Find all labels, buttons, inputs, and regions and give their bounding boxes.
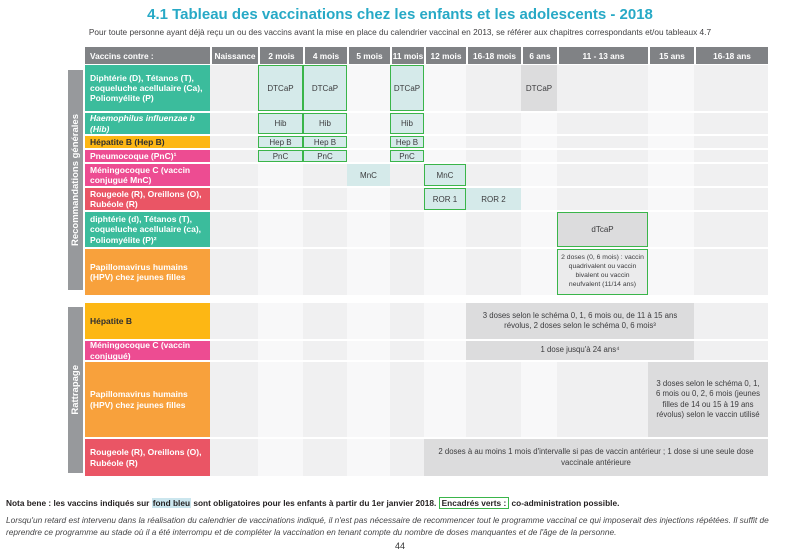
column-header-12-mois: 12 mois [424, 47, 466, 64]
row-label-haemophilus: Haemophilus influenzae b (Hib) [85, 113, 210, 134]
column-header-15-ans: 15 ans [648, 47, 694, 64]
vaccine-cell-ror1-12mois: ROR 1 [424, 188, 466, 210]
nota-bene-middle: sont obligatoires pour les enfants à par… [191, 498, 439, 508]
vaccine-cell-hib-11mois: Hib [390, 113, 424, 134]
row-label-meningocoque: Méningocoque C (vaccin conjugué MnC) [85, 164, 210, 186]
row-label-diphterie-rappel: diphtérie (d), Tétanos (T), coqueluche a… [85, 212, 210, 247]
vaccine-cell-dtcap-2mois: DTCaP [258, 65, 303, 111]
table-row-hepatite-b: Hépatite B (Hep B) Hep B Hep B Hep B [85, 136, 768, 148]
page-subtitle: Pour toute personne ayant déjà reçu un o… [88, 27, 712, 37]
vaccine-cell-dtcap-6ans: DTCaP [521, 65, 557, 111]
section-bar-label: Recommandations générales [70, 114, 81, 246]
column-header-vaccins-contre: Vaccins contre : [85, 47, 210, 64]
column-header-4-mois: 4 mois [303, 47, 347, 64]
section-bar-rattrapage: Rattrapage [68, 307, 83, 473]
vaccine-cell-hpv-11-13ans: 2 doses (0, 6 mois) : vaccin quadrivalen… [557, 249, 648, 295]
section-recommandations-generales: Diphtérie (D), Tétanos (T), coqueluche a… [85, 65, 768, 297]
table-row-meningocoque-rattrapage: Méningocoque C (vaccin conjugué) 1 dose … [85, 341, 768, 360]
vaccine-cell-dtcap-11mois: DTCaP [390, 65, 424, 111]
table-row-haemophilus: Haemophilus influenzae b (Hib) Hib Hib H… [85, 113, 768, 134]
column-header-5-mois: 5 mois [347, 47, 390, 64]
nota-bene-prefix: Nota bene : les vaccins indiqués sur [6, 498, 152, 508]
table-row-papillomavirus-rattrapage: Papillomavirus humains (HPV) chez jeunes… [85, 362, 768, 437]
vaccine-cell-mnc-5mois: MnC [347, 164, 390, 186]
row-label-diphterie: Diphtérie (D), Tétanos (T), coqueluche a… [85, 65, 210, 111]
table-row-diphterie: Diphtérie (D), Tétanos (T), coqueluche a… [85, 65, 768, 111]
vaccine-cell-dtcap-4mois: DTCaP [303, 65, 347, 111]
row-label-papillomavirus-rattrapage: Papillomavirus humains (HPV) chez jeunes… [85, 362, 210, 437]
vaccine-cell-hepb-2mois: Hep B [258, 136, 303, 148]
column-header-11-mois: 11 mois [390, 47, 424, 64]
vaccine-cell-hib-4mois: Hib [303, 113, 347, 134]
nota-bene-suffix: co-administration possible. [509, 498, 620, 508]
column-header-16-18-mois: 16-18 mois [466, 47, 521, 64]
vaccine-cell-ror2-16-18mois: ROR 2 [466, 188, 521, 210]
page-number: 44 [394, 541, 405, 551]
vaccine-cell-pnc-4mois: PnC [303, 150, 347, 162]
column-header-16-18-ans: 16-18 ans [694, 47, 768, 64]
table-row-diphterie-rappel: diphtérie (d), Tétanos (T), coqueluche a… [85, 212, 768, 247]
vaccine-cell-hepb-rattrapage: 3 doses selon le schéma 0, 1, 6 mois ou,… [466, 303, 694, 339]
section-bar-label: Rattrapage [70, 365, 81, 415]
page-title: 4.1 Tableau des vaccinations chez les en… [147, 6, 653, 23]
table-row-rougeole: Rougeole (R), Oreillons (O), Rubéole (R)… [85, 188, 768, 210]
vaccine-cell-hpv-rattrapage: 3 doses selon le schéma 0, 1, 6 mois ou … [648, 362, 768, 437]
section-rattrapage: Hépatite B 3 doses selon le schéma 0, 1,… [85, 303, 768, 478]
nota-bene: Nota bene : les vaccins indiqués sur fon… [6, 497, 794, 509]
vaccine-cell-dtcap-11-13ans: dTcaP [557, 212, 648, 247]
row-label-pneumocoque: Pneumocoque (PnC)¹ [85, 150, 210, 162]
row-label-hepatite-b-rattrapage: Hépatite B [85, 303, 210, 339]
vaccine-cell-mnc-12mois: MnC [424, 164, 466, 186]
vaccine-cell-pnc-2mois: PnC [258, 150, 303, 162]
row-label-rougeole: Rougeole (R), Oreillons (O), Rubéole (R) [85, 188, 210, 210]
row-label-meningocoque-rattrapage: Méningocoque C (vaccin conjugué) [85, 341, 210, 360]
vaccine-cell-pnc-11mois: PnC [390, 150, 424, 162]
vaccine-cell-hib-2mois: Hib [258, 113, 303, 134]
row-label-hepatite-b: Hépatite B (Hep B) [85, 136, 210, 148]
vaccine-cell-mnc-rattrapage: 1 dose jusqu'à 24 ans⁴ [466, 341, 694, 360]
table-row-hepatite-b-rattrapage: Hépatite B 3 doses selon le schéma 0, 1,… [85, 303, 768, 339]
encadres-verts-box: Encadrés verts : [438, 497, 510, 509]
column-header-2-mois: 2 mois [258, 47, 303, 64]
section-bar-recommandations-generales: Recommandations générales [68, 70, 83, 290]
column-header-11-13-ans: 11 - 13 ans [557, 47, 648, 64]
row-label-rougeole-rattrapage: Rougeole (R), Oreillons (O), Rubéole (R) [85, 439, 210, 476]
vaccine-cell-hepb-11mois: Hep B [390, 136, 424, 148]
vaccine-cell-ror-rattrapage: 2 doses à au moins 1 mois d'intervalle s… [424, 439, 768, 476]
column-header-6-ans: 6 ans [521, 47, 557, 64]
row-label-papillomavirus: Papillomavirus humains (HPV) chez jeunes… [85, 249, 210, 295]
vaccine-cell-hepb-4mois: Hep B [303, 136, 347, 148]
fond-bleu-highlight: fond bleu [151, 498, 192, 508]
table-row-pneumocoque: Pneumocoque (PnC)¹ PnC PnC PnC [85, 150, 768, 162]
table-row-rougeole-rattrapage: Rougeole (R), Oreillons (O), Rubéole (R)… [85, 439, 768, 476]
column-header-naissance: Naissance [210, 47, 258, 64]
table-row-papillomavirus: Papillomavirus humains (HPV) chez jeunes… [85, 249, 768, 295]
table-row-meningocoque: Méningocoque C (vaccin conjugué MnC) MnC… [85, 164, 768, 186]
table-header-row: Vaccins contre : Naissance 2 mois 4 mois… [85, 47, 768, 64]
retard-note: Lorsqu'un retard est intervenu dans la r… [6, 515, 769, 538]
